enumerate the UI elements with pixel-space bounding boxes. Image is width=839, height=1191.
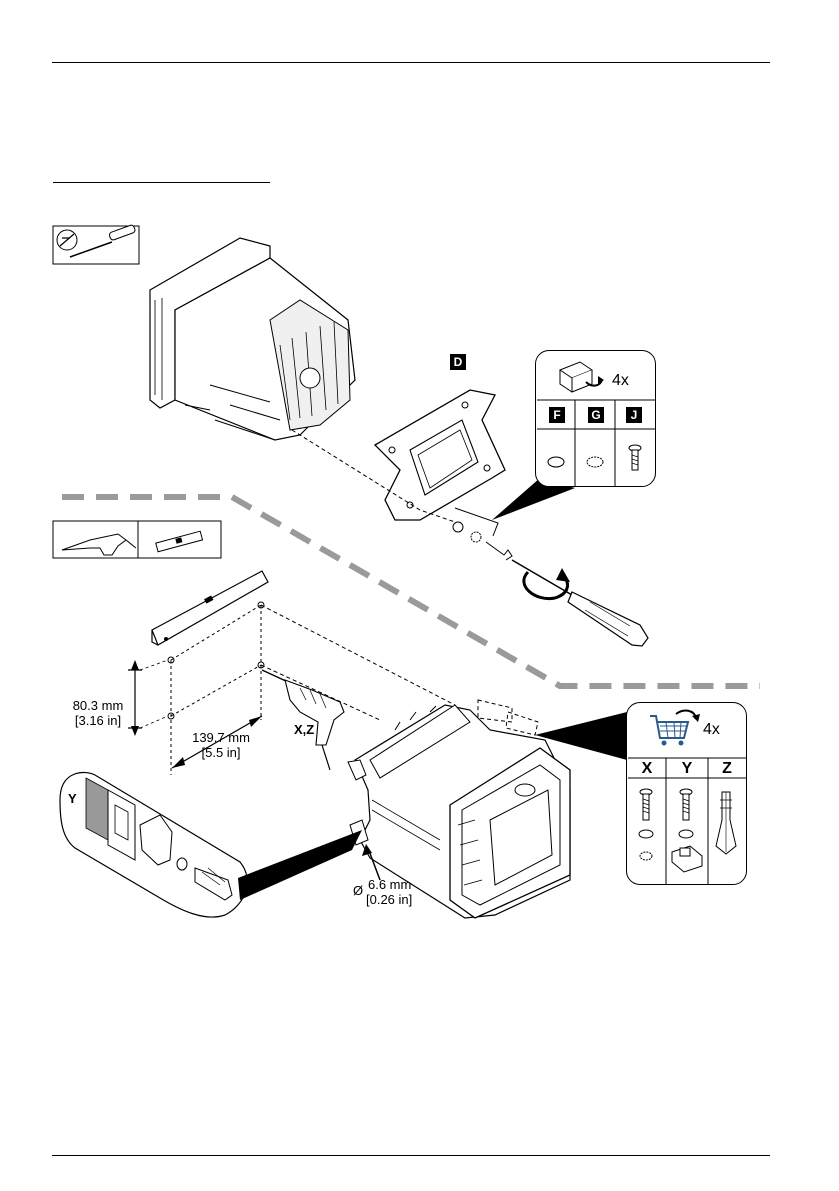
screw-icon [680,789,692,820]
lock-washer-icon [640,852,652,860]
washer-icon [639,830,653,838]
drill-label: X,Z [294,722,314,737]
hole-diameter-in: [0.26 in] [366,892,412,907]
shopping-cart-icon [650,711,700,746]
hardware-col-z: Z [708,760,746,777]
hardware-col-x: X [628,760,666,777]
anchor-bolt-icon [716,792,736,854]
screw-icon [640,789,652,820]
dim-vertical-mm: 80.3 mm [66,698,130,713]
washer-icon [679,830,693,838]
dim-horizontal-mm: 139.7 mm [186,730,256,745]
hole-diameter-mm: 6.6 mm [368,877,411,892]
hole-diameter-symbol: Ø [353,883,363,898]
hardware-qty-bottom: 4x [703,721,720,739]
hardware-col-y: Y [666,760,708,777]
dim-vertical-in: [3.16 in] [66,713,130,728]
detail-label-y: Y [68,791,77,806]
dim-horizontal-in: [5.5 in] [186,745,256,760]
clip-nut-icon [672,846,702,872]
